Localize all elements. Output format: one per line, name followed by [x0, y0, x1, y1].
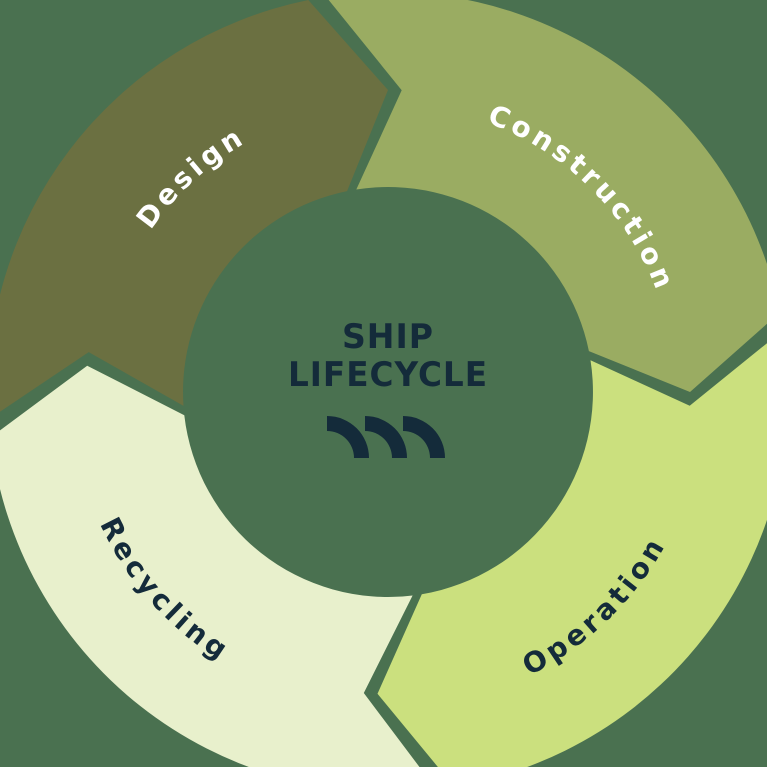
- diagram-title-line1: SHIP: [342, 317, 434, 357]
- segment-design: [0, 0, 388, 412]
- segment-operation: [377, 343, 767, 767]
- wave-3: [403, 416, 445, 458]
- segment-recycling: [0, 365, 420, 767]
- wave-2: [365, 416, 407, 458]
- waves-icon: [327, 416, 445, 458]
- segment-construction: [328, 0, 767, 392]
- wave-1: [327, 416, 369, 458]
- diagram-title-line2: LIFECYCLE: [288, 355, 488, 395]
